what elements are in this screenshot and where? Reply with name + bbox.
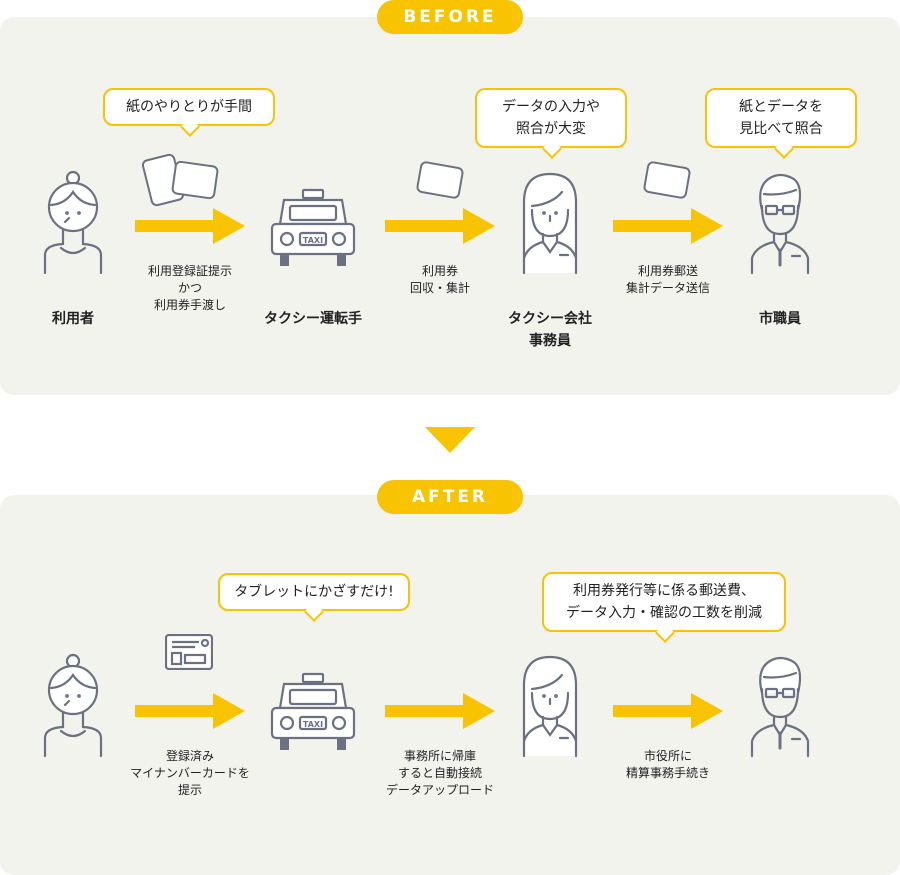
step-label: 登録済み マイナンバーカードを 提示 [130, 749, 250, 797]
after-label: AFTER [377, 480, 523, 514]
step-label: 利用券 回収・集計 [409, 264, 471, 295]
after-panel [0, 495, 900, 875]
bubble-paper-hassle: 紙のやりとりが手間 [103, 88, 275, 137]
my-number-card-icon [165, 634, 213, 670]
elderly-user-icon [43, 170, 103, 275]
taxi-icon: TAXI [270, 672, 356, 752]
step-label: 事務所に帰庫 すると自動接続 データアップロード [385, 749, 495, 797]
office-clerk-icon [520, 170, 580, 275]
step-label: 市役所に 精算事務手続き [625, 749, 711, 780]
bubble-text: 利用券発行等に係る郵送費、 データ入力・確認の工数を削減 [566, 583, 762, 621]
elderly-user-icon [43, 653, 103, 758]
arrow-right-icon [613, 693, 723, 729]
actor-user: 利用者 [52, 311, 94, 327]
bubble-cost-reduction: 利用券発行等に係る郵送費、 データ入力・確認の工数を削減 [542, 572, 786, 643]
bubble-text: データの入力や 照合が大変 [502, 99, 600, 137]
bubble-text: 紙のやりとりが手間 [126, 99, 252, 115]
arrow-right-icon [385, 693, 495, 729]
actor-city-staff: 市職員 [759, 311, 801, 327]
step-label: 利用登録証提示 かつ 利用券手渡し [147, 264, 233, 312]
arrow-right-icon [135, 208, 245, 244]
bubble-tablet: タブレットにかざすだけ! [218, 573, 410, 622]
paper-ticket-icon [170, 160, 220, 200]
city-staff-icon [750, 653, 810, 758]
step-label: 利用券郵送 集計データ送信 [625, 264, 711, 295]
bubble-text: タブレットにかざすだけ! [234, 584, 394, 600]
arrow-right-icon [135, 693, 245, 729]
taxi-sign-text: TAXI [303, 236, 323, 245]
down-arrow-icon [425, 427, 475, 453]
arrow-right-icon [385, 208, 495, 244]
actor-office-clerk: タクシー会社 事務員 [508, 311, 592, 349]
taxi-icon: TAXI [270, 188, 356, 268]
bubble-text: 紙とデータを 見比べて照合 [739, 99, 823, 137]
arrow-right-icon [613, 208, 723, 244]
office-clerk-icon [520, 653, 580, 758]
bubble-data-entry: データの入力や 照合が大変 [475, 88, 627, 159]
taxi-sign-text: TAXI [303, 720, 323, 729]
before-label: BEFORE [377, 0, 523, 34]
bubble-cross-check: 紙とデータを 見比べて照合 [705, 88, 857, 159]
city-staff-icon [750, 170, 810, 275]
before-panel [0, 17, 900, 395]
actor-driver: タクシー運転手 [264, 311, 362, 327]
